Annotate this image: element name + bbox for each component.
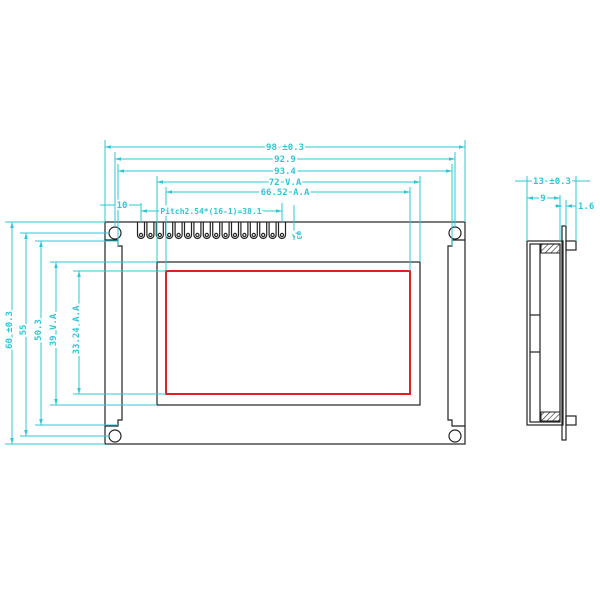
pin-hole [204, 232, 209, 238]
pin [249, 222, 258, 240]
active-area-height-label: 33.24 A.A [72, 305, 82, 354]
view-area [156, 261, 421, 406]
pin [202, 222, 211, 240]
pin [259, 222, 268, 240]
pin-hole [148, 232, 153, 238]
pin-hole [157, 232, 162, 238]
side-view: 13 ±0.3 9 1.6 [515, 175, 594, 441]
active-area [165, 270, 411, 395]
pin-hole [279, 232, 285, 238]
view-area-width-label: 72 V.A [269, 178, 302, 188]
pin-hole [261, 232, 266, 238]
overall-width-label: 98 ±0.3 [266, 143, 304, 153]
hole-pitch-y-label: 55 [19, 325, 29, 336]
pcb-thickness-label: 1.6 [578, 202, 594, 212]
pin-hole [213, 232, 219, 238]
module-thickness-label: 9 [540, 194, 545, 204]
pin-hole [270, 232, 275, 238]
pin [268, 222, 277, 240]
pin-pad-label: φ3 [295, 231, 303, 239]
overall-height-label: 60 ±0.3 [5, 311, 15, 349]
total-thickness-label: 13 ±0.3 [533, 177, 571, 187]
pin-hole [166, 232, 172, 238]
pin-hole [176, 232, 181, 238]
pin [155, 222, 164, 240]
bezel-height-label: 50.3 [34, 319, 44, 341]
pin-pitch-label: Pitch2.54*(16-1)=38.1 [160, 206, 261, 216]
bezel-width-label: 93.4 [274, 167, 296, 177]
mount-hole [108, 226, 122, 240]
pin [183, 222, 193, 240]
pin-header [136, 222, 287, 240]
mount-hole [108, 429, 122, 443]
pin-hole [251, 232, 256, 238]
pin [212, 222, 221, 240]
pin-hole [242, 232, 247, 238]
vertical-dimensions: 60 ±0.3 55 50.3 39 V.A 33.24 A.A [3, 221, 166, 445]
active-area-width-label: 66.52 A.A [261, 188, 310, 198]
pin [240, 222, 249, 240]
pin [277, 222, 287, 240]
pin [136, 222, 146, 240]
view-area-height-label: 39 V.A [49, 313, 59, 346]
pin [174, 222, 183, 240]
pin-hole [185, 232, 191, 238]
pin [230, 222, 240, 240]
hole-pitch-x-label: 92.9 [274, 155, 296, 165]
pin-hole [223, 232, 228, 238]
pin-hole [232, 232, 238, 238]
front-view [104, 221, 466, 445]
mount-hole [448, 429, 462, 443]
pin-hole [195, 232, 200, 238]
pin1-offset-label: 10 [117, 201, 128, 211]
mount-hole [448, 226, 462, 240]
pin [193, 222, 202, 240]
pin-hole [138, 232, 144, 238]
pin [221, 222, 230, 240]
pin [146, 222, 155, 240]
horizontal-dimensions: 98 ±0.3 92.9 93.4 72 V.A 66.52 A.A 10 Pi… [100, 140, 466, 271]
